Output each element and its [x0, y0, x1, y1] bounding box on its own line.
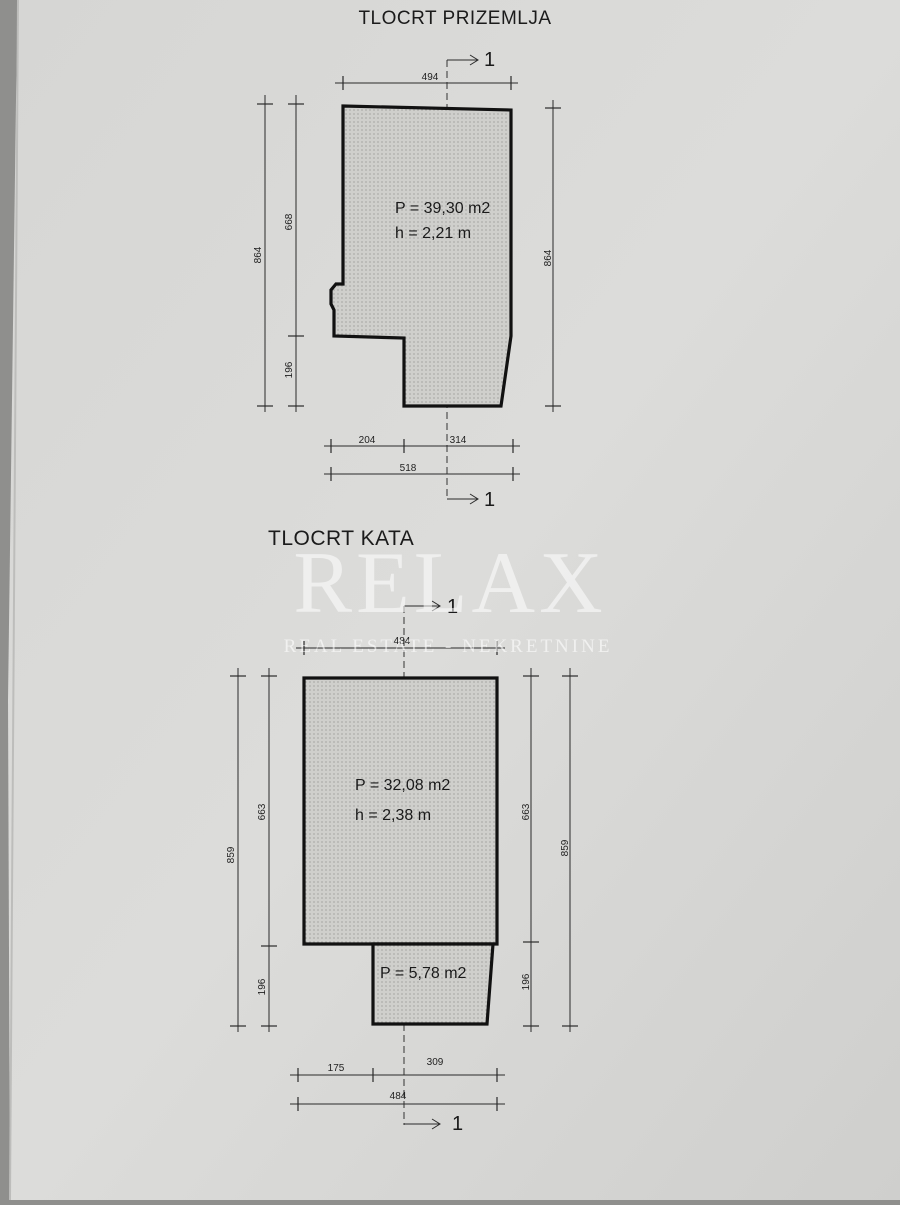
ground-dim-right: 864: [543, 100, 561, 412]
upper-dim-left-split: 663 196: [257, 668, 277, 1032]
ground-floor-height: h = 2,21 m: [395, 225, 471, 242]
ground-dim-bottom-right-label: 314: [450, 435, 467, 446]
upper-floor-small-outline: [371, 942, 495, 1026]
ground-dim-left-split: 668 196: [284, 95, 304, 412]
ground-dim-left-upper-label: 668: [284, 213, 295, 230]
ground-section-marker-top: 1: [447, 49, 495, 71]
upper-dim-right-total-label: 859: [560, 839, 571, 856]
upper-floor-area-main: P = 32,08 m2: [355, 777, 450, 794]
ground-dim-left-total-label: 864: [253, 246, 264, 263]
upper-floor-plan: TLOCRT KATA 1 484 P = 32,08 m2 h = 2,38 …: [226, 527, 578, 1135]
ground-section-label-bottom: 1: [484, 489, 495, 511]
ground-dim-top-label: 494: [422, 72, 439, 83]
ground-section-label-top: 1: [484, 49, 495, 71]
upper-floor-title: TLOCRT KATA: [268, 527, 414, 550]
upper-dim-right-total: 859: [560, 668, 578, 1032]
ground-dim-left-lower-label: 196: [284, 361, 295, 378]
relax-watermark: RELAX REAL ESTATE - NEKRETNINE: [284, 535, 613, 657]
upper-floor-main-outline: [302, 676, 499, 946]
upper-section-label-bottom: 1: [452, 1113, 463, 1135]
ground-section-marker-bottom: 1: [447, 489, 495, 511]
upper-dim-bottom-left-label: 175: [328, 1063, 345, 1074]
upper-floor-height: h = 2,38 m: [355, 807, 431, 824]
ground-floor-outline: [329, 104, 513, 408]
upper-dim-top-label: 484: [394, 636, 411, 647]
upper-section-marker-top: 1: [404, 596, 458, 618]
upper-dim-left-lower-label: 196: [257, 978, 268, 995]
ground-dim-bottom-total-label: 518: [400, 463, 417, 474]
upper-dim-right-lower-label: 196: [521, 973, 532, 990]
ground-floor-plan: TLOCRT PRIZEMLJA 1 494 P = 39,30 m2 h = …: [253, 8, 561, 511]
upper-dim-bottom-total-label: 484: [390, 1091, 407, 1102]
upper-dim-left-upper-label: 663: [257, 803, 268, 820]
upper-dim-right-split: 663 196: [521, 668, 539, 1032]
paper-sheet: [8, 0, 900, 1200]
watermark-logo: RELAX: [293, 535, 606, 632]
upper-section-marker-bottom: 1: [404, 1113, 463, 1135]
ground-dim-right-label: 864: [543, 249, 554, 266]
ground-dim-left-total: 864: [253, 95, 273, 412]
watermark-tagline: REAL ESTATE - NEKRETNINE: [284, 636, 613, 657]
paper-edge: [9, 0, 19, 1201]
upper-dim-bottom: 175 309 484: [290, 1057, 505, 1111]
upper-dim-bottom-right-label: 309: [427, 1057, 444, 1068]
ground-floor-title: TLOCRT PRIZEMLJA: [358, 8, 551, 29]
ground-dim-bottom-left-label: 204: [359, 435, 376, 446]
upper-section-label-top: 1: [447, 596, 458, 618]
upper-dim-top: 484: [296, 636, 505, 655]
ground-dim-bottom: 204 314 518: [324, 435, 520, 481]
ground-floor-area: P = 39,30 m2: [395, 200, 490, 217]
ground-dim-top: 494: [335, 72, 518, 90]
upper-dim-right-upper-label: 663: [521, 803, 532, 820]
upper-dim-left-total: 859: [226, 668, 246, 1032]
upper-floor-area-small: P = 5,78 m2: [380, 965, 467, 982]
upper-dim-left-total-label: 859: [226, 846, 237, 863]
